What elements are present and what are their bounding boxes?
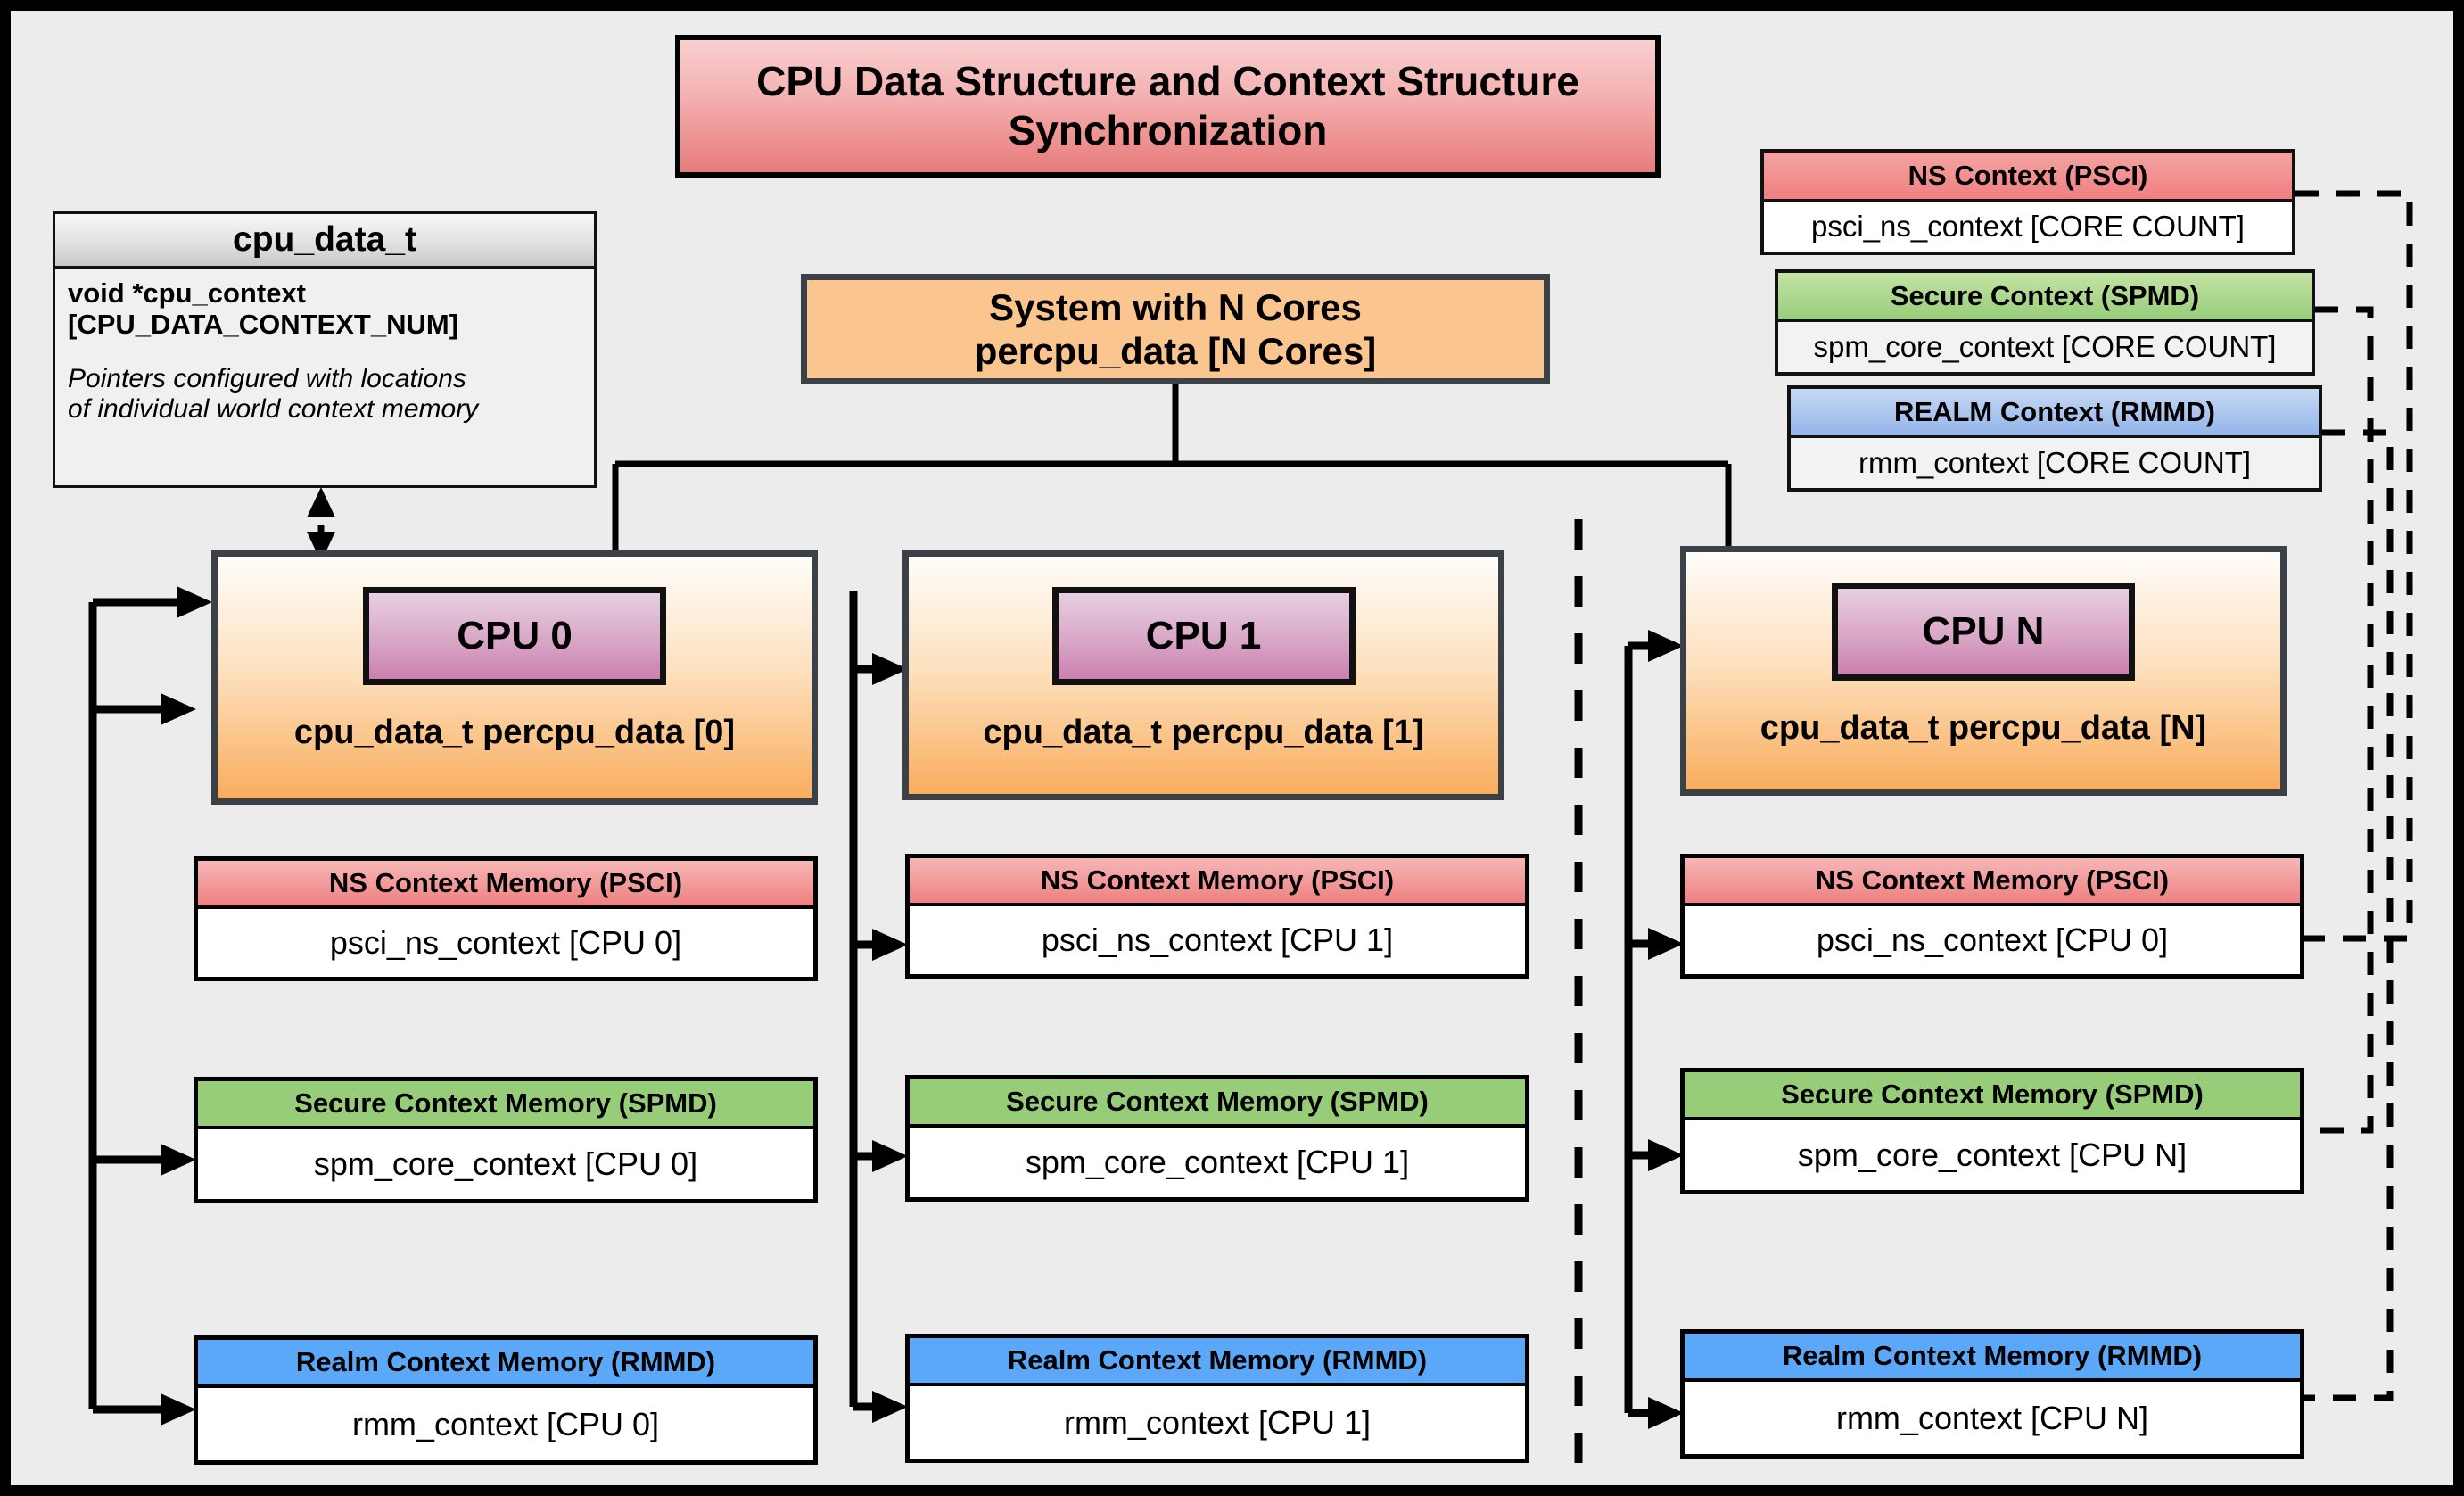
cpun-realm-header: Realm Context Memory (RMMD) xyxy=(1685,1334,2300,1382)
cpu-card-0: CPU 0 cpu_data_t percpu_data [0] xyxy=(211,550,818,805)
arrowhead-cpu0-ns xyxy=(161,693,196,725)
cpun-ns-context-memory: NS Context Memory (PSCI) psci_ns_context… xyxy=(1680,854,2304,979)
struct-name: cpu_data_t xyxy=(55,214,594,269)
global-ns-value: psci_ns_context [CORE COUNT] xyxy=(1764,202,2292,252)
cpu-card-1: CPU 1 cpu_data_t percpu_data [1] xyxy=(902,550,1504,800)
arrowhead-cpuN-rlm xyxy=(1648,1397,1684,1429)
global-realm-header: REALM Context (RMMD) xyxy=(1791,389,2319,438)
cpu0-secure-header: Secure Context Memory (SPMD) xyxy=(198,1081,813,1129)
cpun-realm-context-memory: Realm Context Memory (RMMD) rmm_context … xyxy=(1680,1329,2304,1459)
cpu0-realm-context-memory: Realm Context Memory (RMMD) rmm_context … xyxy=(194,1335,818,1465)
cpu0-ns-context-memory: NS Context Memory (PSCI) psci_ns_context… xyxy=(194,856,818,981)
diagram-title: CPU Data Structure and Context Structure… xyxy=(675,35,1661,178)
cpu1-ns-value: psci_ns_context [CPU 1] xyxy=(910,906,1525,974)
struct-note-line1: Pointers configured with locations xyxy=(68,363,466,393)
arrowhead-cpu0-sec xyxy=(161,1144,196,1176)
cpu-label-1: cpu_data_t percpu_data [1] xyxy=(983,714,1424,751)
cpu0-ns-value: psci_ns_context [CPU 0] xyxy=(198,909,813,977)
cpu-card-n: CPU N cpu_data_t percpu_data [N] xyxy=(1680,546,2287,796)
cpu-chip-1: CPU 1 xyxy=(1051,587,1356,685)
system-line2: percpu_data [N Cores] xyxy=(974,330,1377,372)
global-secure-header: Secure Context (SPMD) xyxy=(1778,273,2312,322)
arrowhead-cpuN-ns xyxy=(1648,928,1684,960)
cpu-label-n: cpu_data_t percpu_data [N] xyxy=(1759,709,2207,747)
wire-global-realm-to-cpuN xyxy=(2304,429,2394,1401)
cpu0-ns-header: NS Context Memory (PSCI) xyxy=(198,861,813,909)
arrowhead-cpu0-rlm xyxy=(161,1393,196,1426)
struct-field-line1: void *cpu_context xyxy=(68,277,306,309)
global-realm-value: rmm_context [CORE COUNT] xyxy=(1791,438,2319,488)
global-secure-context: Secure Context (SPMD) spm_core_context [… xyxy=(1775,269,2315,376)
cpun-ns-value: psci_ns_context [CPU 0] xyxy=(1685,906,2300,974)
cpu-chip-0: CPU 0 xyxy=(363,587,666,685)
cpu0-secure-value: spm_core_context [CPU 0] xyxy=(198,1129,813,1199)
cpu-chip-n: CPU N xyxy=(1832,583,2135,681)
cpu-label-0: cpu_data_t percpu_data [0] xyxy=(293,714,736,751)
cpu1-secure-value: spm_core_context [CPU 1] xyxy=(910,1128,1525,1197)
global-realm-context: REALM Context (RMMD) rmm_context [CORE C… xyxy=(1787,385,2322,492)
cpu-data-t-struct: cpu_data_t void *cpu_context [CPU_DATA_C… xyxy=(53,211,597,488)
diagram-body: CPU Data Structure and Context Structure… xyxy=(11,11,2453,1485)
cpu1-secure-header: Secure Context Memory (SPMD) xyxy=(910,1079,1525,1128)
cpu1-realm-header: Realm Context Memory (RMMD) xyxy=(910,1338,1525,1386)
arrowhead-cpu0-card xyxy=(177,586,212,618)
struct-body: void *cpu_context [CPU_DATA_CONTEXT_NUM]… xyxy=(55,269,594,426)
arrowhead-cpu1-rlm xyxy=(872,1391,908,1423)
system-line1: System with N Cores xyxy=(989,285,1362,328)
cpun-secure-header: Secure Context Memory (SPMD) xyxy=(1685,1072,2300,1120)
cpu1-realm-value: rmm_context [CPU 1] xyxy=(910,1386,1525,1459)
arrowhead-cpu1-sec xyxy=(872,1140,908,1172)
cpu1-ns-header: NS Context Memory (PSCI) xyxy=(910,858,1525,906)
wire-global-secure-to-cpuN xyxy=(2315,306,2374,1134)
system-node: System with N Cores percpu_data [N Cores… xyxy=(801,274,1550,384)
global-secure-value: spm_core_context [CORE COUNT] xyxy=(1778,322,2312,372)
cpun-realm-value: rmm_context [CPU N] xyxy=(1685,1382,2300,1454)
struct-note-line2: of individual world context memory xyxy=(68,394,479,425)
cpu1-secure-context-memory: Secure Context Memory (SPMD) spm_core_co… xyxy=(905,1075,1529,1202)
global-ns-context: NS Context (PSCI) psci_ns_context [CORE … xyxy=(1760,149,2295,255)
arrowhead-struct-up xyxy=(307,487,335,517)
cpu1-ns-context-memory: NS Context Memory (PSCI) psci_ns_context… xyxy=(905,854,1529,979)
global-ns-header: NS Context (PSCI) xyxy=(1764,153,2292,202)
struct-field-line2: [CPU_DATA_CONTEXT_NUM] xyxy=(68,309,459,341)
cpu1-realm-context-memory: Realm Context Memory (RMMD) rmm_context … xyxy=(905,1334,1529,1463)
cpun-secure-value: spm_core_context [CPU N] xyxy=(1685,1120,2300,1190)
arrowhead-cpuN-sec xyxy=(1648,1139,1684,1171)
cpu0-realm-value: rmm_context [CPU 0] xyxy=(198,1388,813,1460)
cpun-ns-header: NS Context Memory (PSCI) xyxy=(1685,858,2300,906)
arrowhead-cpuN-card xyxy=(1648,630,1684,662)
cpun-secure-context-memory: Secure Context Memory (SPMD) spm_core_co… xyxy=(1680,1068,2304,1194)
arrowhead-cpu1-ns xyxy=(872,929,908,961)
cpu0-realm-header: Realm Context Memory (RMMD) xyxy=(198,1340,813,1388)
cpu0-secure-context-memory: Secure Context Memory (SPMD) spm_core_co… xyxy=(194,1077,818,1203)
